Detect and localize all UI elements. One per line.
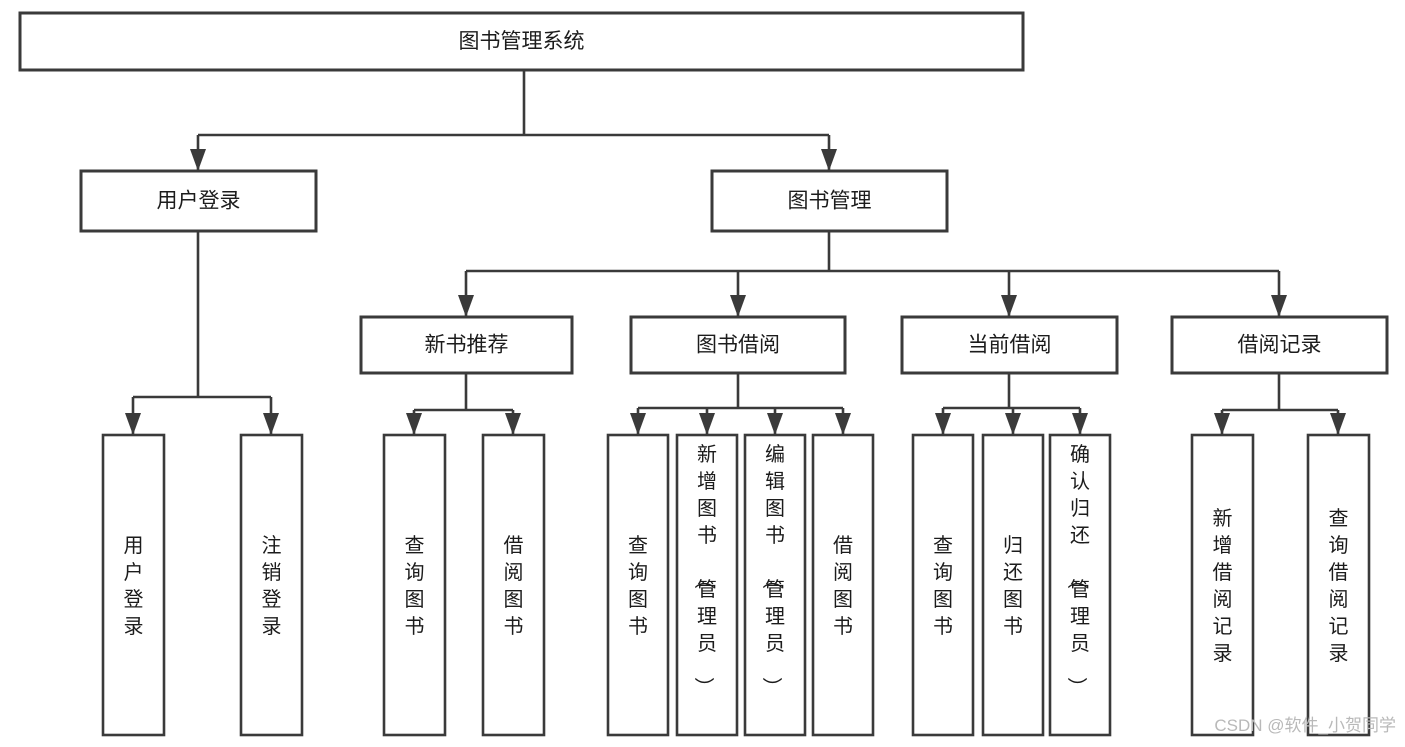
node-leaf-confirm-return[interactable]: 确认归还（管理员）	[1048, 433, 1112, 737]
node-leaf-borrow-book-2[interactable]: 借阅图书	[811, 433, 875, 737]
node-leaf-user-logout[interactable]: 注销登录	[239, 433, 304, 737]
arrow-head-icon	[406, 413, 422, 435]
node-leaf-add-book-rect	[675, 433, 739, 737]
node-leaf-edit-book[interactable]: 编辑图书（管理员）	[743, 433, 807, 737]
csdn-watermark: CSDN @软件_小贺同学	[1214, 716, 1396, 735]
arrow-head-icon	[699, 413, 715, 435]
connector-current-to-leaves	[935, 373, 1088, 435]
node-book-borrow-label: 图书借阅	[696, 334, 780, 357]
arrow-head-icon	[767, 413, 783, 435]
arrow-head-icon	[1330, 413, 1346, 435]
node-new-book-recommend-label: 新书推荐	[425, 334, 509, 357]
node-book-borrow-rect	[629, 315, 847, 375]
node-leaf-user-login-rect	[101, 433, 166, 737]
arrow-head-icon	[835, 413, 851, 435]
connector-bookmanage-to-level3	[458, 231, 1287, 317]
node-user-login-rect	[79, 169, 318, 233]
connector-borrow-to-leaves	[630, 373, 851, 435]
node-current-borrow[interactable]: 当前借阅	[900, 315, 1119, 375]
arrow-head-icon	[1072, 413, 1088, 435]
node-leaf-borrow-book-1[interactable]: 借阅图书	[481, 433, 546, 737]
node-leaf-add-book[interactable]: 新增图书（管理员）	[675, 433, 739, 737]
node-leaf-query-book-3-label: 查询图书	[933, 534, 953, 638]
node-book-manage-rect	[710, 169, 949, 233]
node-user-login-label: 用户登录	[157, 190, 241, 213]
node-leaf-user-logout-rect	[239, 433, 304, 737]
arrow-head-icon	[630, 413, 646, 435]
node-borrow-record-label: 借阅记录	[1238, 334, 1322, 357]
node-leaf-query-book-3-rect	[911, 433, 975, 737]
node-leaf-borrow-book-2-rect	[811, 433, 875, 737]
arrow-head-icon	[1271, 295, 1287, 317]
node-leaf-borrow-book-1-label: 借阅图书	[504, 534, 524, 638]
node-leaf-borrow-book-1-rect	[481, 433, 546, 737]
node-borrow-record-rect	[1170, 315, 1389, 375]
node-leaf-edit-book-label: 编辑图书（管理员）	[760, 443, 785, 697]
node-book-manage[interactable]: 图书管理	[710, 169, 949, 233]
connector-userlogin-to-leaves	[125, 231, 279, 435]
node-leaf-return-book[interactable]: 归还图书	[981, 433, 1045, 737]
connector-recommend-to-leaves	[406, 373, 521, 435]
arrow-head-icon	[505, 413, 521, 435]
node-leaf-add-record-label: 新增借阅记录	[1213, 507, 1233, 665]
arrow-head-icon	[263, 413, 279, 435]
node-leaf-confirm-return-label: 确认归还（管理员）	[1065, 443, 1090, 697]
node-user-login[interactable]: 用户登录	[79, 169, 318, 233]
node-leaf-query-book-2-label: 查询图书	[628, 534, 648, 638]
node-leaf-user-logout-label: 注销登录	[262, 534, 282, 638]
arrow-head-icon	[1214, 413, 1230, 435]
node-leaf-add-record[interactable]: 新增借阅记录	[1190, 433, 1255, 737]
connector-record-to-leaves	[1214, 373, 1346, 435]
node-leaf-add-book-label: 新增图书（管理员）	[692, 443, 717, 697]
node-new-book-recommend[interactable]: 新书推荐	[359, 315, 574, 375]
arrow-head-icon	[190, 149, 206, 171]
connector-lines	[125, 70, 1346, 435]
node-current-borrow-rect	[900, 315, 1119, 375]
node-new-book-recommend-rect	[359, 315, 574, 375]
arrow-head-icon	[730, 295, 746, 317]
arrow-head-icon	[1001, 295, 1017, 317]
node-leaf-add-record-rect	[1190, 433, 1255, 737]
node-current-borrow-label: 当前借阅	[968, 334, 1052, 357]
node-leaf-query-book-2-rect	[606, 433, 670, 737]
node-leaf-edit-book-rect	[743, 433, 807, 737]
node-leaf-return-book-label: 归还图书	[1003, 534, 1023, 638]
node-root[interactable]: 图书管理系统	[18, 11, 1025, 72]
node-root-label: 图书管理系统	[459, 30, 585, 53]
node-root-rect	[18, 11, 1025, 72]
node-leaf-query-record-label: 查询借阅记录	[1329, 507, 1349, 665]
node-leaf-confirm-return-rect	[1048, 433, 1112, 737]
node-leaf-query-record-rect	[1306, 433, 1371, 737]
node-leaf-user-login-label: 用户登录	[124, 535, 144, 638]
node-leaf-query-book-3[interactable]: 查询图书	[911, 433, 975, 737]
arrow-head-icon	[458, 295, 474, 317]
arrow-head-icon	[935, 413, 951, 435]
node-leaf-query-book-1-rect	[382, 433, 447, 737]
node-leaf-query-book-1[interactable]: 查询图书	[382, 433, 447, 737]
node-leaf-query-book-2[interactable]: 查询图书	[606, 433, 670, 737]
node-borrow-record[interactable]: 借阅记录	[1170, 315, 1389, 375]
node-boxes: 图书管理系统用户登录图书管理新书推荐图书借阅当前借阅借阅记录用户登录注销登录查询…	[18, 11, 1389, 737]
connector-root-to-level2	[190, 70, 837, 171]
node-leaf-return-book-rect	[981, 433, 1045, 737]
arrow-head-icon	[821, 149, 837, 171]
arrow-head-icon	[125, 413, 141, 435]
node-leaf-user-login[interactable]: 用户登录	[101, 433, 166, 737]
node-leaf-borrow-book-2-label: 借阅图书	[833, 534, 853, 638]
node-leaf-query-record[interactable]: 查询借阅记录	[1306, 433, 1371, 737]
node-book-manage-label: 图书管理	[788, 190, 872, 213]
arrow-head-icon	[1005, 413, 1021, 435]
node-book-borrow[interactable]: 图书借阅	[629, 315, 847, 375]
node-leaf-query-book-1-label: 查询图书	[405, 534, 425, 638]
